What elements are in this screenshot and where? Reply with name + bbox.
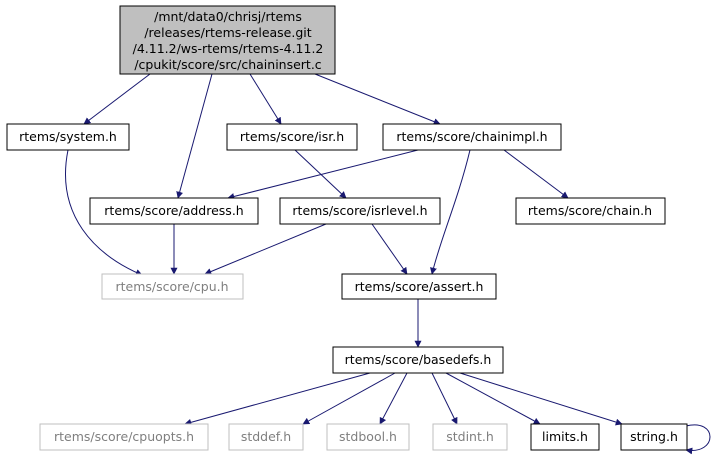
node-system[interactable]: rtems/system.h <box>6 123 130 151</box>
node-isr-label: rtems/score/isr.h <box>240 129 344 144</box>
node-stddef-label: stddef.h <box>241 429 291 444</box>
root-line-2: /releases/rtems-release.git <box>144 25 311 40</box>
edge-root-system <box>83 73 151 125</box>
edge-isrlevel-assert <box>371 223 408 275</box>
node-cpuopts-label: rtems/score/cpuopts.h <box>54 429 194 444</box>
node-limits-label: limits.h <box>542 429 588 444</box>
node-isrlevel[interactable]: rtems/score/isrlevel.h <box>279 197 441 225</box>
node-string-label: string.h <box>630 429 678 444</box>
node-assert[interactable]: rtems/score/assert.h <box>341 273 497 300</box>
node-assert-label: rtems/score/assert.h <box>355 279 484 294</box>
node-chain-label: rtems/score/chain.h <box>528 203 652 218</box>
node-limits[interactable]: limits.h <box>530 423 600 451</box>
node-string[interactable]: string.h <box>620 423 688 451</box>
node-cpuopts[interactable]: rtems/score/cpuopts.h <box>39 423 209 451</box>
node-stdint-label: stdint.h <box>446 429 494 444</box>
edge-basedefs-string <box>459 372 623 426</box>
edge-string-string <box>685 424 711 455</box>
edge-chainimpl-chain <box>503 149 569 199</box>
node-chainimpl[interactable]: rtems/score/chainimpl.h <box>382 123 562 151</box>
edge-isr-isrlevel <box>294 149 347 199</box>
node-address[interactable]: rtems/score/address.h <box>89 197 259 225</box>
edge-root-isr <box>249 73 282 125</box>
edge-system-cpu <box>65 149 143 276</box>
node-isr[interactable]: rtems/score/isr.h <box>226 123 358 151</box>
edge-basedefs-stdint <box>431 372 458 425</box>
edge-basedefs-limits <box>445 372 541 425</box>
root-line-4: /cpukit/score/src/chaininsert.c <box>134 57 321 72</box>
node-stdint[interactable]: stdint.h <box>432 423 508 451</box>
node-cpu-label: rtems/score/cpu.h <box>115 279 228 294</box>
root-line-1: /mnt/data0/chrisj/rtems <box>154 9 302 24</box>
node-system-label: rtems/system.h <box>19 129 117 144</box>
node-chain[interactable]: rtems/score/chain.h <box>515 197 666 225</box>
edge-root-address <box>176 73 213 199</box>
root-line-3: /4.11.2/ws-rtems/rtems-4.11.2 <box>133 41 324 56</box>
edge-root-chainimpl <box>314 73 441 125</box>
node-basedefs[interactable]: rtems/score/basedefs.h <box>332 346 504 374</box>
node-stddef[interactable]: stddef.h <box>228 423 304 451</box>
node-cpu[interactable]: rtems/score/cpu.h <box>101 273 244 300</box>
edge-chainimpl-address <box>227 149 419 200</box>
node-address-label: rtems/score/address.h <box>104 203 243 218</box>
node-basedefs-label: rtems/score/basedefs.h <box>345 352 492 367</box>
node-stdbool-label: stdbool.h <box>339 429 397 444</box>
node-stdbool[interactable]: stdbool.h <box>326 423 410 451</box>
node-root-file[interactable]: /mnt/data0/chrisj/rtems /releases/rtems-… <box>119 5 336 75</box>
node-chainimpl-label: rtems/score/chainimpl.h <box>396 129 547 144</box>
edge-basedefs-cpuopts <box>184 372 371 426</box>
edge-basedefs-stdbool <box>379 372 408 425</box>
edge-basedefs-stddef <box>302 372 396 425</box>
edge-isrlevel-cpu <box>204 223 327 275</box>
node-isrlevel-label: rtems/score/isrlevel.h <box>292 203 427 218</box>
edge-chainimpl-assert <box>430 149 471 275</box>
